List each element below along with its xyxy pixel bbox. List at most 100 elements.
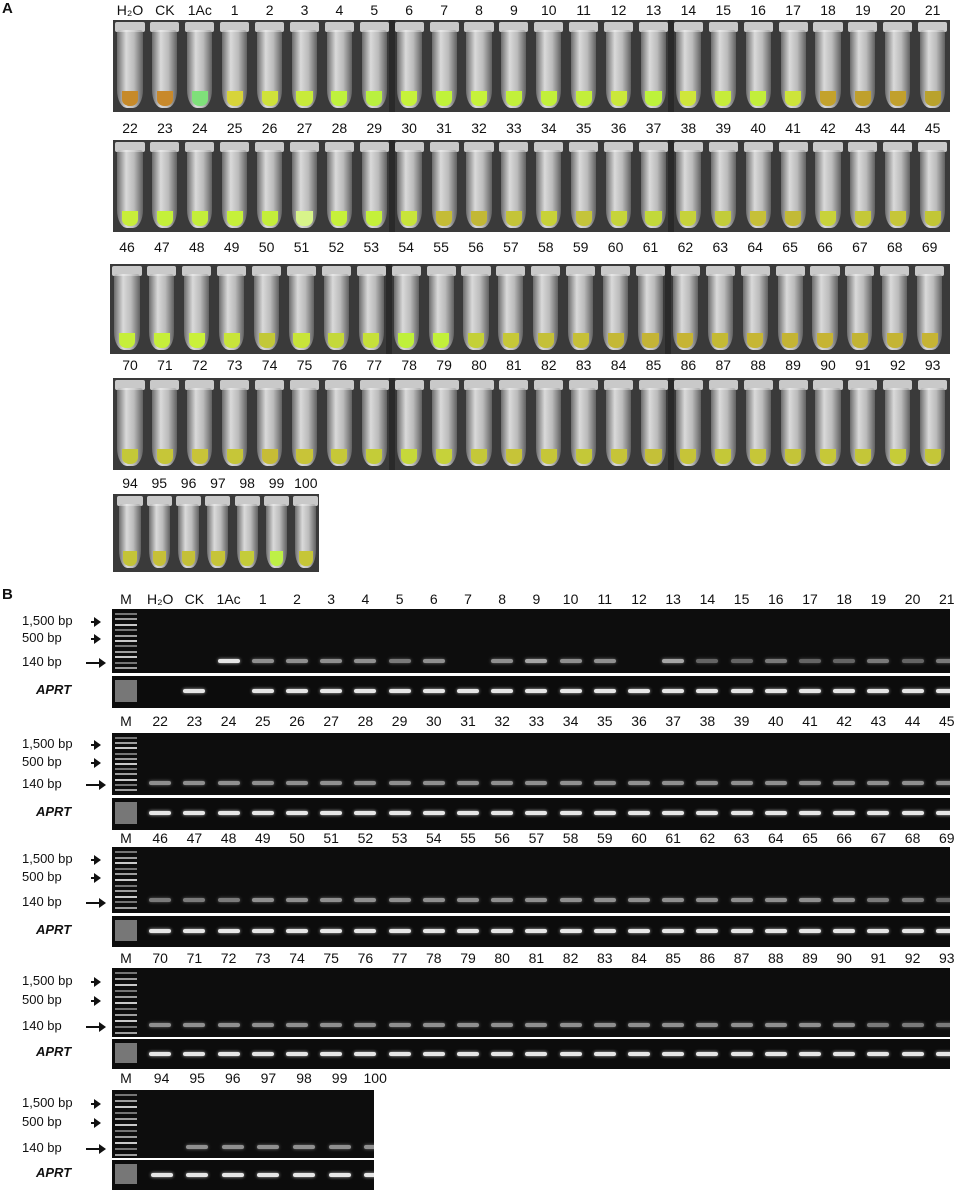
tube-label: 91 <box>855 357 871 373</box>
reaction-tube <box>780 150 806 228</box>
reaction-tube <box>222 388 248 466</box>
lane-label: 23 <box>186 713 203 729</box>
tube-liquid <box>715 91 732 106</box>
size-marker-label: 140 bp <box>22 1018 62 1034</box>
tube-strip-photo <box>113 140 950 232</box>
tube-liquid <box>261 449 278 464</box>
tube-liquid <box>851 333 868 348</box>
reaction-tube <box>640 388 667 466</box>
tube-cap <box>205 496 231 506</box>
lane-label: 69 <box>939 830 955 846</box>
tube-cap <box>185 380 215 390</box>
lane-label: 81 <box>528 950 545 966</box>
aprt-band <box>662 929 685 934</box>
lane-label: 100 <box>363 1070 387 1086</box>
tube-cap <box>635 266 666 276</box>
tube-cap <box>810 266 840 276</box>
aprt-band <box>935 929 950 934</box>
tube-label: 7 <box>440 2 448 18</box>
tube-cap <box>324 142 354 152</box>
target-band <box>696 898 719 903</box>
tube-cap <box>150 142 180 152</box>
target-band <box>935 898 950 903</box>
ladder-band <box>115 802 137 824</box>
tube-cap <box>234 496 260 506</box>
reaction-tube <box>920 150 946 228</box>
target-band <box>901 898 924 903</box>
target-gel <box>112 733 950 795</box>
ladder-band <box>115 783 137 786</box>
lane-label: 96 <box>225 1070 241 1086</box>
arrow-icon <box>91 740 101 751</box>
tube-liquid <box>118 333 136 348</box>
tube-cap <box>708 380 738 390</box>
reaction-tube <box>291 30 318 108</box>
tube-liquid <box>924 449 941 464</box>
reaction-tube <box>326 388 352 466</box>
tube-cap <box>883 22 913 32</box>
tube-cap <box>743 142 773 152</box>
target-band <box>662 898 685 903</box>
tube-label: 82 <box>541 357 557 373</box>
target-band <box>867 898 890 903</box>
aprt-band <box>251 1051 274 1056</box>
reaction-tube <box>207 504 229 568</box>
target-band <box>935 658 950 663</box>
target-band <box>935 781 950 786</box>
ladder-band <box>115 851 137 853</box>
target-band <box>696 781 719 786</box>
tube-label: 1Ac <box>187 2 212 18</box>
aprt-band <box>696 1051 719 1056</box>
tube-cap <box>604 22 634 32</box>
aprt-band <box>286 929 308 934</box>
aprt-band <box>867 1051 890 1056</box>
aprt-band <box>593 1051 616 1056</box>
ladder-band <box>115 984 137 986</box>
tube-label: 84 <box>610 357 627 373</box>
reaction-tube <box>637 274 664 350</box>
tube-label: 2 <box>265 2 274 18</box>
tube-label: 14 <box>680 2 697 18</box>
tube-label: 46 <box>119 239 135 255</box>
target-band <box>730 1022 753 1027</box>
tube-label: 67 <box>852 239 868 255</box>
target-band <box>764 658 787 663</box>
tube-label: CK <box>155 2 175 18</box>
reaction-tube <box>672 274 698 350</box>
aprt-band <box>251 929 274 934</box>
aprt-band <box>696 929 719 934</box>
lane-label: 38 <box>699 713 716 729</box>
tube-cap <box>255 22 285 32</box>
tube-cap <box>778 142 808 152</box>
reaction-tube <box>675 150 701 228</box>
tube-label: 23 <box>157 120 173 136</box>
tube-cap <box>918 380 948 390</box>
tube-cap <box>252 266 282 276</box>
aprt-band <box>935 1051 950 1056</box>
target-band <box>833 1022 856 1027</box>
ladder-band <box>115 1043 137 1063</box>
tube-liquid <box>712 333 729 348</box>
tube-cap <box>117 496 143 506</box>
tube-liquid <box>433 333 450 348</box>
aprt-band <box>186 1172 209 1177</box>
ladder-band <box>115 890 137 893</box>
target-band <box>799 898 821 903</box>
tube-label: 52 <box>328 239 345 255</box>
reaction-tube <box>396 30 422 108</box>
tube-cap <box>534 142 564 152</box>
aprt-band <box>354 929 377 934</box>
reaction-tube <box>847 274 873 350</box>
aprt-band <box>833 929 856 934</box>
aprt-band <box>867 811 890 816</box>
lane-label: 82 <box>562 950 579 966</box>
tube-strip-photo <box>113 378 950 470</box>
reaction-tube <box>536 150 562 228</box>
tube-cap <box>115 380 145 390</box>
aprt-band <box>833 811 856 816</box>
aprt-band <box>525 811 548 816</box>
lane-label: 40 <box>768 713 784 729</box>
reaction-tube <box>501 150 527 228</box>
tube-label: 37 <box>645 120 662 136</box>
ladder-band <box>115 1020 137 1022</box>
